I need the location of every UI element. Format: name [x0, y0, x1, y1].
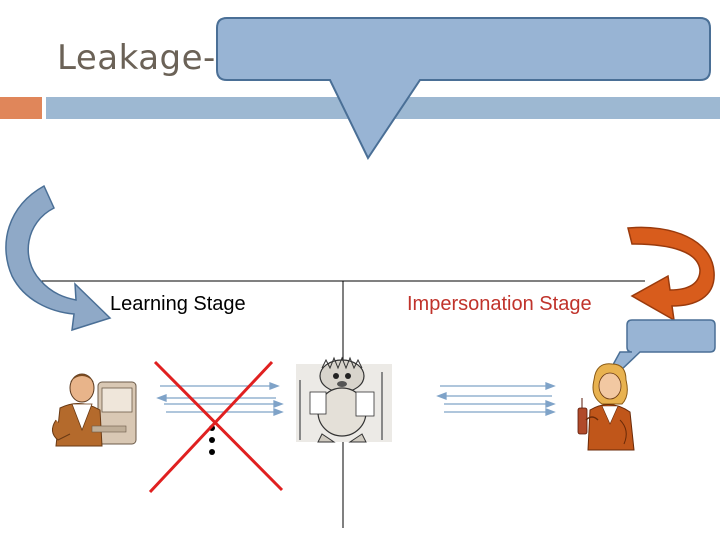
red-cross-mark	[148, 360, 284, 494]
learning-stage-label: Learning Stage	[110, 293, 246, 315]
impersonation-message-arrows	[436, 382, 556, 416]
learning-message-arrows	[156, 382, 284, 416]
attacker-creature-icon	[296, 356, 392, 443]
title-accent-bar-orange	[0, 97, 42, 119]
impersonation-stage-curved-arrow	[627, 226, 715, 322]
office-worker-at-computer-icon	[52, 373, 137, 447]
learning-stage-curved-arrow	[5, 184, 112, 332]
slide-title: Leakage-	[57, 38, 216, 78]
woman-on-phone-icon	[577, 363, 635, 451]
large-callout-bubble	[216, 17, 711, 161]
impersonation-stage-label: Impersonation Stage	[407, 293, 592, 315]
